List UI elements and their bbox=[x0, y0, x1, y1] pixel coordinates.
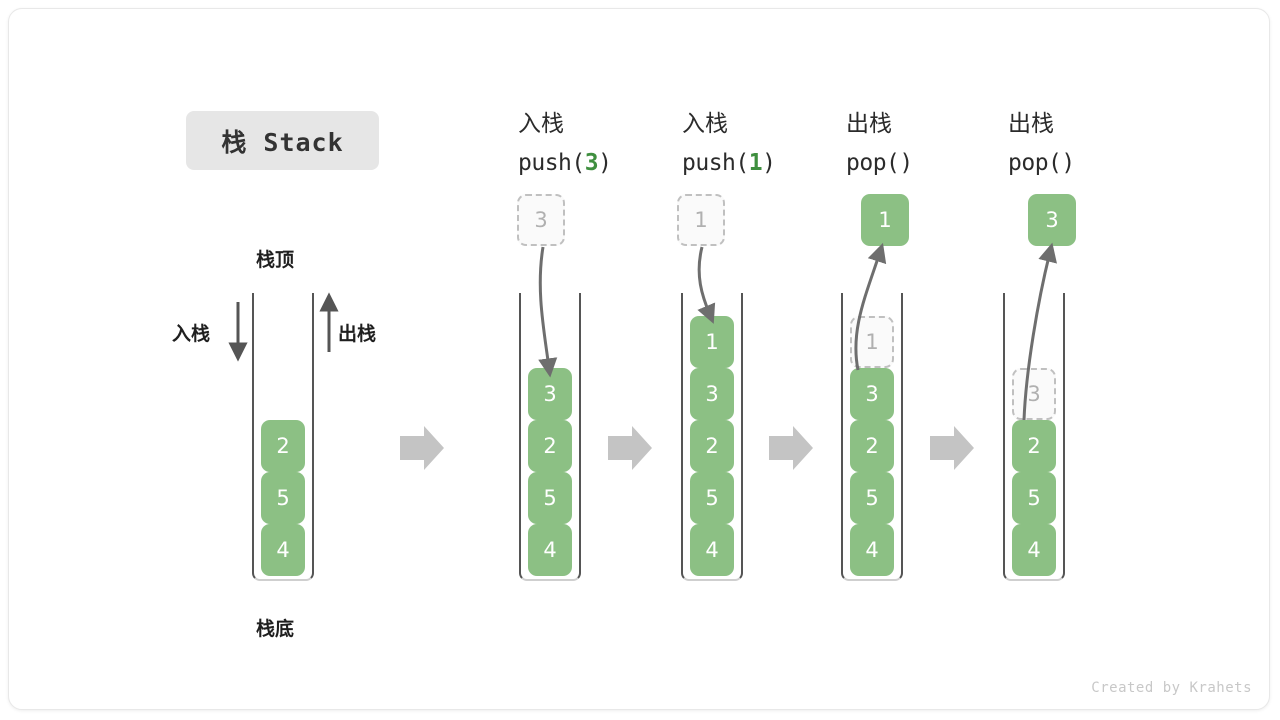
stack-container-initial: 2 5 4 bbox=[252, 293, 314, 581]
stack-cell: 5 bbox=[850, 472, 894, 524]
column-header-label-cn: 出栈 bbox=[846, 111, 892, 137]
stack-container-push-1: 1 3 2 5 4 bbox=[681, 293, 743, 581]
stack-cell: 2 bbox=[261, 420, 305, 472]
column-header-push-3: 入栈 push(3) bbox=[518, 105, 718, 183]
stack-top-label: 栈顶 bbox=[256, 249, 295, 271]
column-header-code: pop() bbox=[846, 144, 1046, 183]
code-suffix: ) bbox=[762, 150, 776, 176]
stack-container-push-3: 3 2 5 4 bbox=[519, 293, 581, 581]
stack-cell: 1 bbox=[690, 316, 734, 368]
code-arg: 3 bbox=[584, 150, 599, 176]
stack-cell: 2 bbox=[690, 420, 734, 472]
floating-box-push-1: 1 bbox=[677, 194, 725, 246]
code-prefix: push( bbox=[682, 150, 749, 176]
stack-cell-ghost: 1 bbox=[850, 316, 894, 368]
floating-box-push-3: 3 bbox=[517, 194, 565, 246]
stack-cell: 3 bbox=[690, 368, 734, 420]
stack-cell-ghost: 3 bbox=[1012, 368, 1056, 420]
column-header-pop-3: 出栈 pop() bbox=[1008, 105, 1208, 183]
stack-cell: 2 bbox=[1012, 420, 1056, 472]
stack-cell: 5 bbox=[528, 472, 572, 524]
code-suffix: ) bbox=[899, 150, 913, 176]
watermark: Created by Krahets bbox=[1091, 680, 1252, 696]
floating-box-pop-1: 1 bbox=[861, 194, 909, 246]
stack-cell: 5 bbox=[261, 472, 305, 524]
stack-cell: 4 bbox=[528, 524, 572, 576]
stack-cell: 2 bbox=[850, 420, 894, 472]
column-header-label-cn: 出栈 bbox=[1008, 111, 1054, 137]
stack-container-pop-3: 3 2 5 4 bbox=[1003, 293, 1065, 581]
push-direction-label: 入栈 bbox=[172, 323, 211, 345]
title-badge: 栈 Stack bbox=[186, 111, 379, 170]
code-suffix: ) bbox=[598, 150, 612, 176]
stack-cell: 5 bbox=[1012, 472, 1056, 524]
code-suffix: ) bbox=[1061, 150, 1075, 176]
stack-bottom-label: 栈底 bbox=[256, 618, 295, 640]
code-prefix: pop( bbox=[1008, 150, 1062, 176]
stack-cell: 3 bbox=[528, 368, 572, 420]
stack-cells-pop-3: 3 2 5 4 bbox=[1005, 368, 1063, 576]
stack-cells-push-1: 1 3 2 5 4 bbox=[683, 316, 741, 576]
stack-cells-pop-1: 1 3 2 5 4 bbox=[843, 316, 901, 576]
code-arg: 1 bbox=[748, 150, 763, 176]
column-header-pop-1: 出栈 pop() bbox=[846, 105, 1046, 183]
stack-cell: 4 bbox=[261, 524, 305, 576]
stack-cell: 4 bbox=[850, 524, 894, 576]
code-prefix: pop( bbox=[846, 150, 900, 176]
column-header-code: pop() bbox=[1008, 144, 1208, 183]
stack-cell: 5 bbox=[690, 472, 734, 524]
stack-cells-push-3: 3 2 5 4 bbox=[521, 368, 579, 576]
column-header-code: push(1) bbox=[682, 144, 882, 183]
column-header-code: push(3) bbox=[518, 144, 718, 183]
stack-cell: 2 bbox=[528, 420, 572, 472]
stack-container-pop-1: 1 3 2 5 4 bbox=[841, 293, 903, 581]
stack-cell: 4 bbox=[1012, 524, 1056, 576]
floating-box-pop-3: 3 bbox=[1028, 194, 1076, 246]
pop-direction-label: 出栈 bbox=[338, 323, 377, 345]
stack-cells-initial: 2 5 4 bbox=[254, 420, 312, 576]
column-header-label-cn: 入栈 bbox=[518, 111, 564, 137]
column-header-push-1: 入栈 push(1) bbox=[682, 105, 882, 183]
column-header-label-cn: 入栈 bbox=[682, 111, 728, 137]
code-prefix: push( bbox=[518, 150, 585, 176]
stack-cell: 3 bbox=[850, 368, 894, 420]
stack-cell: 4 bbox=[690, 524, 734, 576]
